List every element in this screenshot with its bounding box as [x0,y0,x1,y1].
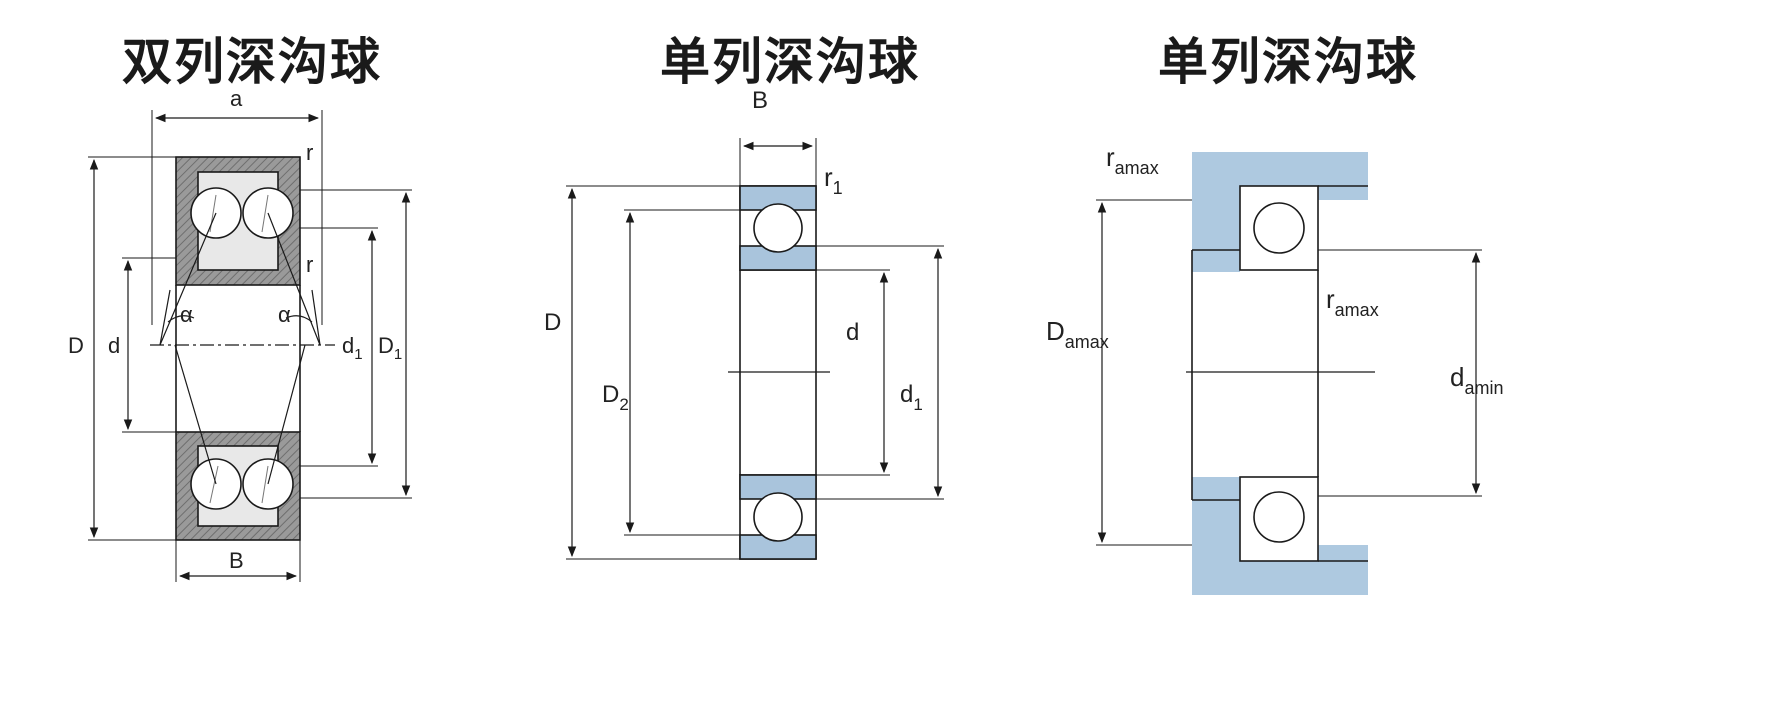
upper-ring-section [175,156,301,286]
double-row-labels: a r r α α D d d1 D1 B [68,86,402,573]
mounting-labels: ramax ramax Damax damin [1046,142,1503,398]
ball-lower [753,492,803,542]
label-r1: r1 [824,162,843,198]
label-d1-mid: d1 [900,381,923,414]
ball-lower-mount [1253,491,1305,543]
mounting-drawing [1096,152,1482,595]
label-r-mid: r [306,252,313,277]
label-r-top: r [306,140,313,165]
lower-ring-section [175,431,301,541]
label-Damax: Damax [1046,316,1109,352]
label-B-mid: B [752,87,768,114]
label-D2: D2 [602,381,629,414]
title-double-row: 双列深沟球 [122,33,382,91]
label-D-mid: D [544,309,561,336]
single-row-labels: B r1 D d D2 d1 [544,87,923,414]
ball-upper-mount [1253,202,1305,254]
label-ramax-mid: ramax [1326,284,1379,320]
label-D: D [68,333,84,358]
label-d1: d1 [342,333,363,363]
label-alpha-left: α [180,302,193,327]
ball-upper [753,203,803,253]
single-row-bearing-drawing [566,138,944,560]
label-damin: damin [1450,362,1503,398]
label-ramax-top: ramax [1106,142,1159,178]
label-D1: D1 [378,333,402,363]
title-single-row: 单列深沟球 [660,33,920,91]
double-row-bearing-drawing [88,110,412,582]
label-d-mid: d [846,319,859,346]
title-single-row-mounting: 单列深沟球 [1158,33,1418,91]
label-B: B [229,548,244,573]
label-alpha-right: α [278,302,291,327]
label-a: a [230,86,243,111]
label-d: d [108,333,120,358]
